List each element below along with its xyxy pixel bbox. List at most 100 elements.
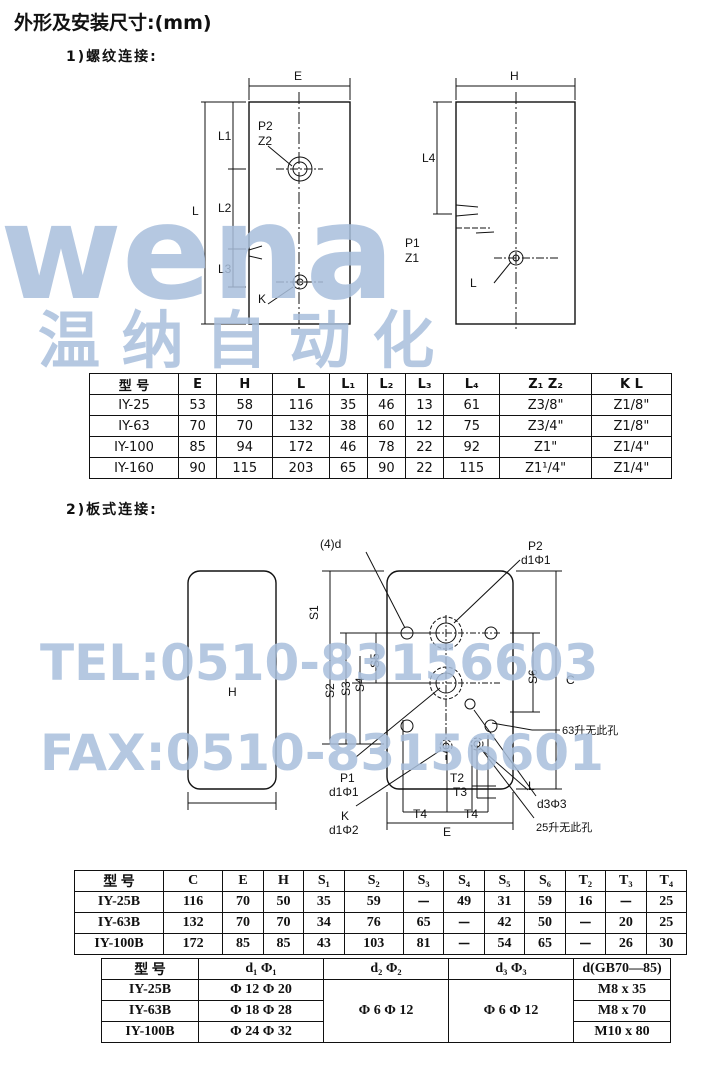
label-C: C (566, 673, 575, 687)
table-cell: 115 (216, 457, 274, 479)
table-cell: 46 (366, 394, 406, 416)
table-cell: 70 (222, 891, 264, 913)
label-S6: S6 (526, 669, 540, 684)
table-cell: IY-25 (89, 394, 179, 416)
table-cell: Z1/4" (590, 457, 673, 479)
label-L: L (192, 204, 199, 218)
label-H: H (228, 685, 237, 699)
table-cell: d₃ Φ₃ (448, 958, 574, 980)
table-cell: IY-25B (74, 891, 164, 913)
label-d1phi1-top: d1Φ1 (521, 553, 551, 567)
table-cell: H (216, 373, 274, 395)
table-cell: 172 (162, 933, 224, 955)
watermark-cn: 温 纳 自 动 化 (38, 304, 434, 370)
table-cell: IY-63B (101, 1000, 199, 1022)
table-cell: 94 (216, 436, 274, 458)
threaded-drawing: E H L L1 L2 L3 L4 P2 Z2 K P1 Z1 L wena 温… (0, 69, 576, 370)
table-cell: Z1" (499, 436, 592, 458)
label-S2: S2 (323, 683, 337, 698)
label-K: K (341, 809, 349, 823)
table-cell: 25 (645, 912, 688, 934)
table-cell: IY-100B (101, 1021, 199, 1043)
table-cell: 116 (272, 394, 330, 416)
label-E: E (443, 825, 451, 839)
table-cell: Z1¹/4" (499, 457, 592, 479)
table-cell: 70 (222, 912, 264, 934)
section-threaded-title: 1)螺纹连接: (66, 49, 158, 65)
label-T3: T3 (453, 785, 467, 799)
watermark-fax: FAX:0510-83156601 (40, 724, 604, 782)
table-cell: 13 (404, 394, 445, 416)
table-cell: 58 (216, 394, 274, 416)
label-L-port: L (470, 276, 477, 290)
table-cell: IY-25B (101, 979, 199, 1001)
watermark-contact: TEL:0510-83156603 FAX:0510-83156601 (40, 634, 604, 782)
table-cell: H (262, 870, 305, 892)
table-cell: 70 (262, 912, 305, 934)
table-cell: 172 (272, 436, 330, 458)
table-cell: 59 (343, 891, 404, 913)
table-cell: Z3/4" (499, 415, 592, 437)
label-Z2: Z2 (258, 134, 272, 148)
table-cell: 30 (645, 933, 688, 955)
table-cell: IY-63 (89, 415, 179, 437)
table-cell: Z1/8" (590, 415, 673, 437)
table-cell: 38 (328, 415, 368, 437)
table-cell: 26 (605, 933, 647, 955)
table-cell: 49 (443, 891, 485, 913)
plate-front-view (386, 570, 514, 790)
table-cell: 59 (524, 891, 566, 913)
label-L2: L2 (218, 201, 232, 215)
label-L3: L3 (218, 262, 232, 276)
label-S3: S3 (339, 681, 353, 696)
label-P1: P1 (340, 771, 355, 785)
table-cell: d₁ Φ₁ (198, 958, 324, 980)
label-K: K (258, 292, 266, 306)
table-cell: 31 (483, 891, 526, 913)
table-cell: L (272, 373, 330, 395)
table-cell: 76 (343, 912, 404, 934)
table-cell: 型 号 (89, 373, 179, 395)
table-cell: Φ 6 Φ 12 (323, 979, 449, 1043)
table-cell: － (443, 912, 485, 934)
plate-drawing: (4)d P2 d1Φ1 H C 63升无此孔 P1 d1Φ1 T2 T3 L … (40, 537, 618, 839)
table-cell: d₂ Φ₂ (323, 958, 449, 980)
table-cell: 116 (162, 891, 224, 913)
label-Z1: Z1 (405, 251, 419, 265)
table-cell: 132 (272, 415, 330, 437)
table-cell: Z1/4" (590, 436, 673, 458)
table-cell: 12 (404, 415, 445, 437)
table-cell: 132 (162, 912, 224, 934)
table-cell: 16 (564, 891, 607, 913)
label-S4: S4 (353, 677, 367, 692)
table-cell: S₅ (483, 870, 526, 892)
table-cell: 78 (366, 436, 406, 458)
label-T4-a: T4 (413, 807, 427, 821)
table-cell: IY-63B (74, 912, 164, 934)
table-cell: 85 (222, 933, 264, 955)
label-no-hole-63: 63升无此孔 (562, 724, 618, 737)
table-cell: C (162, 870, 224, 892)
table-cell: 203 (272, 457, 330, 479)
label-P2: P2 (528, 539, 543, 553)
label-d3phi3: d3Φ3 (537, 797, 567, 811)
table-cell: 70 (177, 415, 218, 437)
table-cell: S₃ (402, 870, 445, 892)
watermark-tel: TEL:0510-83156603 (40, 634, 598, 692)
table-cell: S₁ (303, 870, 345, 892)
table-cell: K L (590, 373, 673, 395)
table-cell: 35 (303, 891, 345, 913)
table-cell: 61 (443, 394, 501, 416)
table-cell: E (177, 373, 218, 395)
table-cell: 65 (524, 933, 566, 955)
table-cell: 35 (328, 394, 368, 416)
table-cell: 85 (177, 436, 218, 458)
